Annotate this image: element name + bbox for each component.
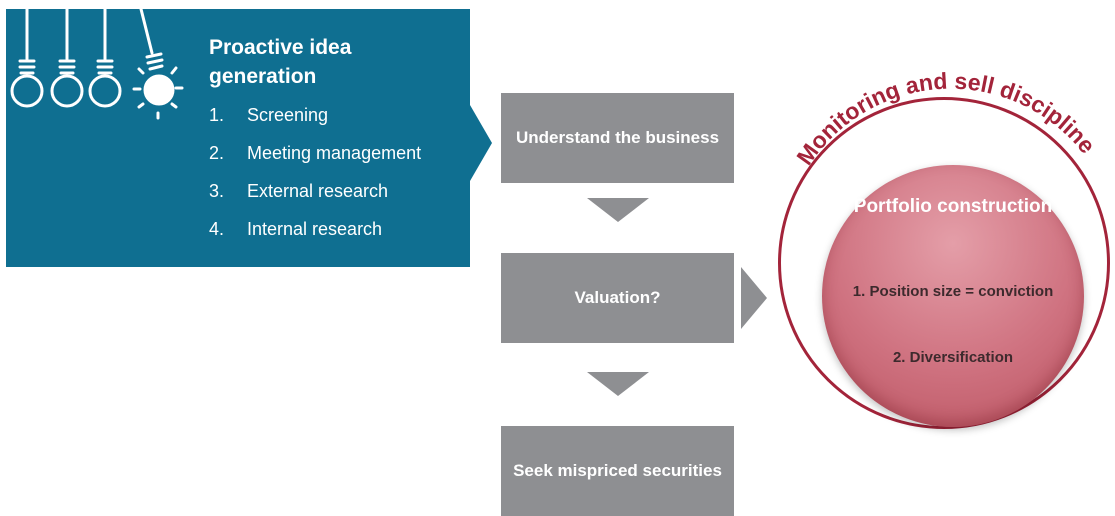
portfolio-construction-circle: Portfolio construction 1. Position size … bbox=[822, 165, 1084, 427]
list-item-number: 4. bbox=[209, 219, 225, 239]
idea-panel-pointer bbox=[470, 105, 492, 181]
list-item: 1. Screening bbox=[209, 96, 421, 134]
light-bulb-icon bbox=[50, 9, 84, 108]
list-item-label: External research bbox=[247, 181, 389, 201]
list-item-label: Internal research bbox=[247, 219, 383, 239]
list-item-number: 2. bbox=[209, 143, 225, 163]
monitoring-ring-label: Monitoring and sell discipline bbox=[791, 68, 1100, 170]
down-arrow-icon bbox=[587, 372, 649, 396]
portfolio-construction-title: Portfolio construction bbox=[853, 196, 1053, 217]
idea-generation-list: 1. Screening 2. Meeting management 3. Exter… bbox=[209, 96, 421, 248]
list-item-number: 1. bbox=[209, 105, 225, 125]
seek-mispriced-label: Seek mispriced securities bbox=[513, 461, 722, 480]
seek-mispriced-box: Seek mispriced securities bbox=[501, 426, 734, 516]
idea-generation-panel: Proactive idea generation 1. Screening 2.… bbox=[6, 9, 470, 267]
understand-business-box: Understand the business bbox=[501, 93, 734, 183]
idea-generation-title: Proactive idea generation bbox=[209, 36, 352, 88]
list-item: 3. External research bbox=[209, 172, 421, 210]
understand-business-label: Understand the business bbox=[515, 128, 720, 147]
light-bulb-icon bbox=[88, 9, 122, 108]
lit-light-bulb-icon bbox=[132, 9, 184, 120]
valuation-label: Valuation? bbox=[574, 288, 661, 307]
portfolio-point-diversification: 2. Diversification bbox=[892, 349, 1014, 366]
list-item: 2. Meeting management bbox=[209, 134, 421, 172]
monitoring-ring-label-path: Monitoring and sell discipline bbox=[791, 68, 1100, 170]
right-arrow-icon bbox=[741, 267, 767, 329]
list-item: 4. Internal research bbox=[209, 210, 421, 248]
list-item-label: Meeting management bbox=[247, 143, 422, 163]
list-item-number: 3. bbox=[209, 181, 225, 201]
light-bulb-icon bbox=[10, 9, 44, 108]
down-arrow-icon bbox=[587, 198, 649, 222]
portfolio-point-position-size: 1. Position size = conviction bbox=[852, 283, 1054, 300]
list-item-label: Screening bbox=[247, 105, 329, 125]
valuation-box: Valuation? bbox=[501, 253, 734, 343]
light-bulbs-illustration bbox=[10, 9, 184, 120]
